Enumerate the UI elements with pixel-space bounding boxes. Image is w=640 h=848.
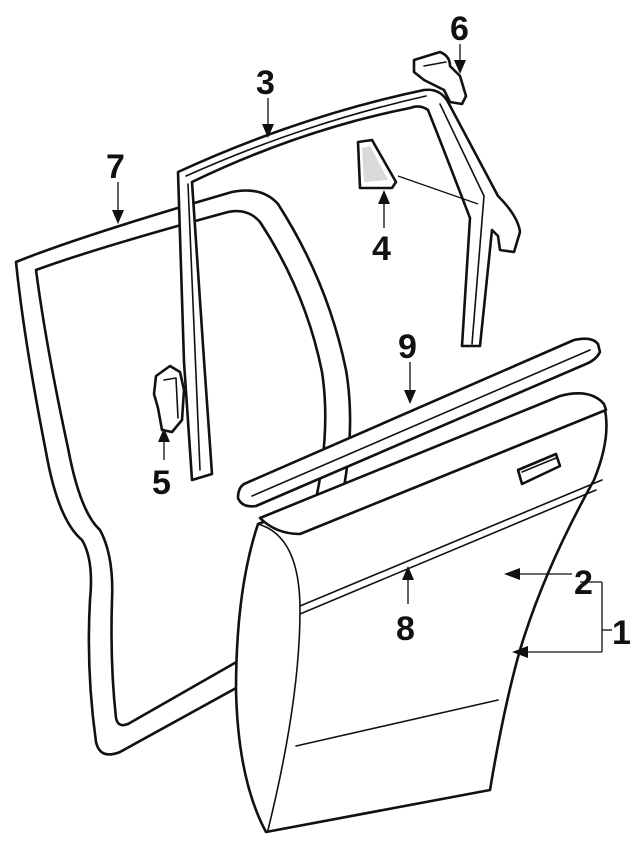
callout-8: 8 — [396, 610, 415, 648]
part-4-corner-glass — [356, 138, 479, 205]
callouts: 7 3 6 4 5 9 8 2 1 — [106, 10, 631, 652]
part-3-run-channel — [176, 88, 522, 482]
callout-2: 2 — [574, 564, 593, 602]
callout-9: 9 — [398, 328, 417, 366]
callout-7: 7 — [106, 148, 125, 186]
part-1-door-shell — [234, 392, 608, 834]
callout-1: 1 — [612, 614, 631, 652]
callout-6: 6 — [450, 10, 469, 48]
callout-3: 3 — [256, 64, 275, 102]
part-9-belt-molding — [236, 337, 602, 508]
part-5-hinge — [152, 364, 186, 434]
leader-lines — [112, 44, 612, 658]
part-6-clip — [412, 50, 468, 106]
callout-5: 5 — [152, 464, 171, 502]
callout-4: 4 — [372, 230, 391, 268]
